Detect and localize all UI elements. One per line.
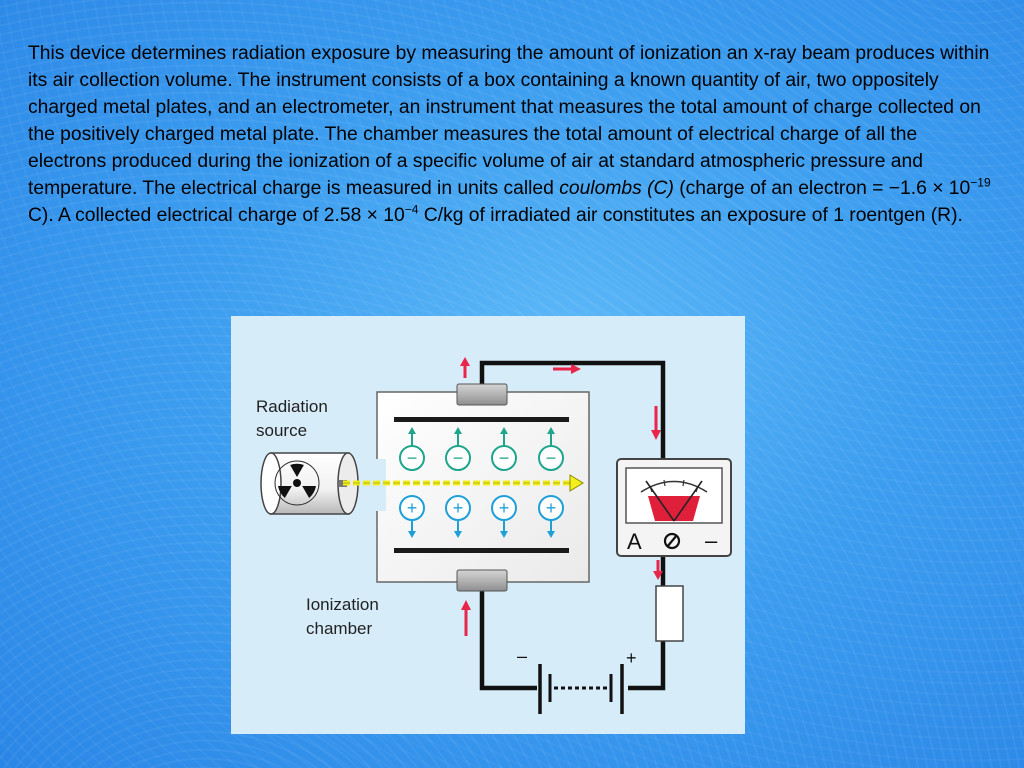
- ionization-chamber-label-line1: Ionization: [306, 595, 379, 614]
- charge-particles: − + − + − + − +: [399, 427, 564, 538]
- positive-ion-4: +: [538, 495, 564, 538]
- arrow-up-bottom-icon: [461, 600, 471, 636]
- xray-beam: [343, 474, 584, 492]
- positive-ion-2: +: [445, 495, 471, 538]
- description-part4: C/kg of irradiated air constitutes an ex…: [418, 205, 963, 226]
- arrow-up-top-icon: [460, 357, 470, 378]
- electron-4: −: [538, 427, 564, 471]
- electron-sign: −: [407, 448, 418, 468]
- coulombs-term: coulombs (C): [559, 178, 674, 199]
- current-arrows: [460, 357, 663, 636]
- electron-sign: −: [453, 448, 464, 468]
- meter-label-a: A: [627, 529, 642, 554]
- electrometer: A –: [616, 458, 732, 557]
- meter-zero-adjust-icon: [663, 532, 681, 550]
- meter-minus-label: –: [705, 528, 718, 553]
- ion-sign: +: [453, 498, 464, 518]
- ion-sign: +: [499, 498, 510, 518]
- electron-1: −: [399, 427, 425, 471]
- description-part2: (charge of an electron = −1.6 × 10: [673, 178, 971, 199]
- meter-needle: [645, 480, 675, 522]
- electron-sign: −: [499, 448, 510, 468]
- positive-ion-1: +: [399, 495, 425, 538]
- exponent-roentgen: −4: [404, 202, 419, 217]
- arrow-down-right-icon: [651, 406, 661, 440]
- description-part1: This device determines radiation exposur…: [28, 43, 990, 199]
- electron-2: −: [445, 427, 471, 471]
- battery-minus-label: –: [517, 646, 527, 666]
- radiation-source-label-line1: Radiation: [256, 397, 328, 416]
- radiation-trefoil-icon: [274, 460, 320, 506]
- arrow-down-meter-icon: [653, 560, 663, 580]
- description-text: This device determines radiation exposur…: [28, 40, 998, 229]
- electron-sign: −: [546, 448, 557, 468]
- radiation-source-label-line2: source: [256, 421, 307, 440]
- exponent-electron-charge: −19: [970, 175, 991, 190]
- arrow-right-top-icon: [553, 364, 581, 374]
- battery: – +: [517, 646, 637, 714]
- ionization-chamber-label-line2: chamber: [306, 619, 372, 638]
- bottom-insulator: [456, 569, 508, 592]
- description-part3: C). A collected electrical charge of 2.5…: [28, 205, 405, 226]
- positive-plate: [394, 548, 569, 553]
- resistor: [655, 585, 684, 642]
- ion-sign: +: [407, 498, 418, 518]
- ionization-chamber-figure: − + − + − + − + A –: [231, 316, 745, 734]
- negative-plate: [394, 417, 569, 422]
- ionization-chamber-diagram: − + − + − + − + A –: [256, 357, 732, 714]
- electron-3: −: [491, 427, 517, 471]
- positive-ion-3: +: [491, 495, 517, 538]
- battery-plus-label: +: [626, 648, 637, 668]
- top-insulator: [456, 383, 508, 406]
- ion-sign: +: [546, 498, 557, 518]
- meter-scale-fill: [648, 496, 700, 521]
